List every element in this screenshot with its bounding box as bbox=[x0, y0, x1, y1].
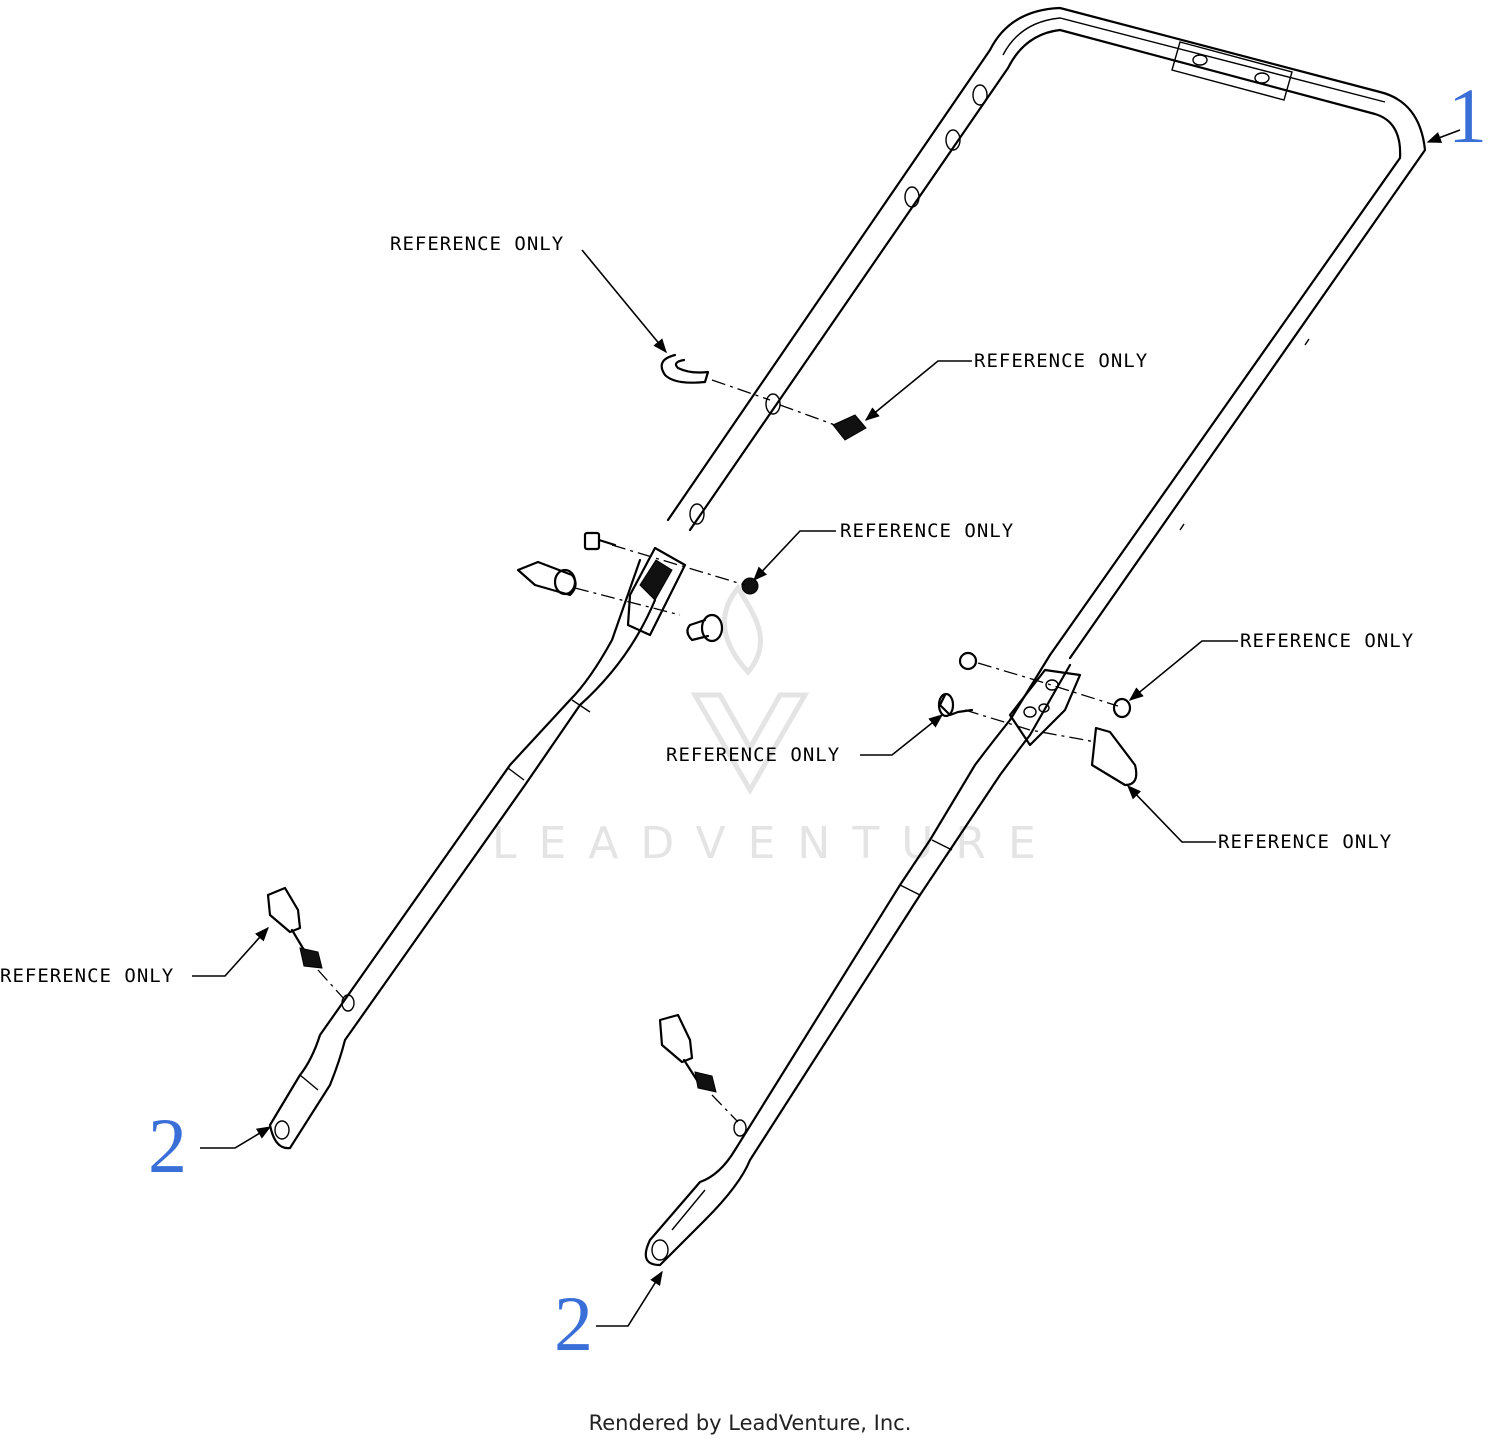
reference-label-carriage-bolt: REFERENCE ONLY bbox=[666, 744, 840, 766]
leader-lines bbox=[192, 129, 1461, 1327]
upper-handle-frame bbox=[666, 6, 1427, 660]
left-lower-handle bbox=[268, 546, 687, 1150]
reference-label-bolt-right: REFERENCE ONLY bbox=[1240, 630, 1414, 652]
reference-label-hook: REFERENCE ONLY bbox=[390, 233, 564, 255]
callout-part-1: 1 bbox=[1448, 72, 1487, 159]
part-callouts: 1 2 2 bbox=[148, 72, 1487, 1367]
leadventure-watermark: LEADVENTURE bbox=[492, 583, 1058, 869]
hardware-parts bbox=[266, 353, 1138, 1093]
callout-part-2-left: 2 bbox=[148, 1102, 187, 1189]
reference-label-knob-left: REFERENCE ONLY bbox=[0, 965, 174, 987]
footer-credit: Rendered by LeadVenture, Inc. bbox=[589, 1411, 912, 1435]
right-lower-handle bbox=[644, 653, 1082, 1267]
assembly-axes bbox=[317, 379, 1119, 1123]
reference-labels: REFERENCE ONLY REFERENCE ONLY REFERENCE … bbox=[0, 233, 1414, 987]
reference-label-clip: REFERENCE ONLY bbox=[974, 350, 1148, 372]
callout-part-2-right: 2 bbox=[554, 1280, 593, 1367]
reference-label-knob-right: REFERENCE ONLY bbox=[1218, 831, 1392, 853]
reference-label-nut-left: REFERENCE ONLY bbox=[840, 520, 1014, 542]
watermark-text: LEADVENTURE bbox=[492, 818, 1058, 869]
